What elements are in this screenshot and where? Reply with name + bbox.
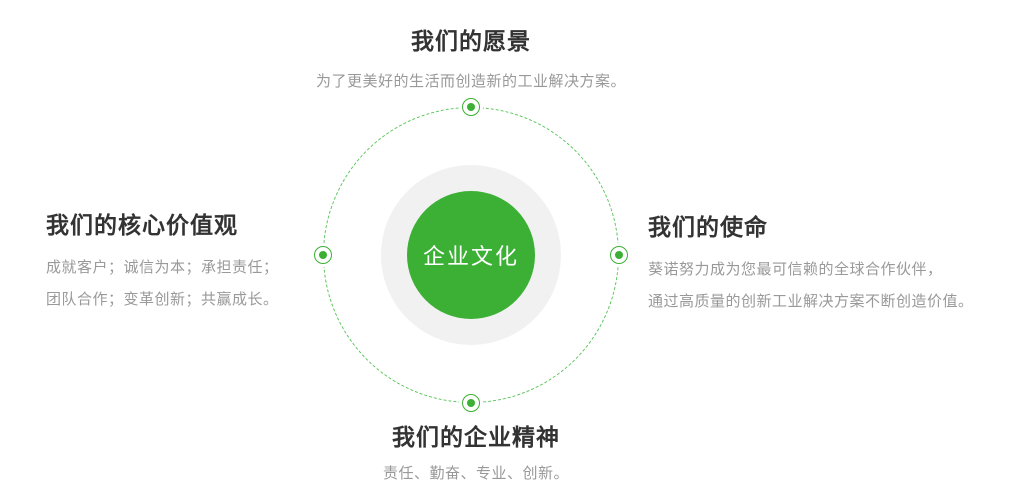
mission-title: 我们的使命 xyxy=(648,214,768,240)
section-vision: 我们的愿景 为了更美好的生活而创造新的工业解决方案。 xyxy=(171,22,771,98)
vision-description: 为了更美好的生活而创造新的工业解决方案。 xyxy=(315,73,626,90)
spirit-title: 我们的企业精神 xyxy=(392,424,560,450)
section-mission: 我们的使命 葵诺努力成为您最可信赖的全球合作伙伴， 通过高质量的创新工业解决方案… xyxy=(648,208,988,318)
spirit-description: 责任、勤奋、专业、创新。 xyxy=(382,465,569,482)
mission-line-2: 通过高质量的创新工业解决方案不断创造价值。 xyxy=(648,293,974,310)
section-core-values: 我们的核心价值观 成就客户；诚信为本；承担责任； 团队合作；变革创新；共赢成长。 xyxy=(46,206,326,316)
core-values-title: 我们的核心价值观 xyxy=(46,212,238,238)
node-dot-icon xyxy=(467,399,475,407)
orbit-node-bottom-icon xyxy=(462,394,480,412)
section-spirit: 我们的企业精神 责任、勤奋、专业、创新。 xyxy=(176,418,776,490)
mission-line-1: 葵诺努力成为您最可信赖的全球合作伙伴， xyxy=(648,261,943,278)
node-dot-icon xyxy=(615,251,623,259)
center-green-circle: 企业文化 xyxy=(407,191,535,319)
node-dot-icon xyxy=(319,251,327,259)
core-values-line-2: 团队合作；变革创新；共赢成长。 xyxy=(46,291,279,308)
core-values-line-1: 成就客户；诚信为本；承担责任； xyxy=(46,259,279,276)
center-label: 企业文化 xyxy=(422,244,519,269)
orbit-node-right-icon xyxy=(610,246,628,264)
center-outer-circle: 企业文化 xyxy=(381,165,561,345)
orbit-node-top-icon xyxy=(462,98,480,116)
vision-title: 我们的愿景 xyxy=(411,28,531,54)
orbit-node-left-icon xyxy=(314,246,332,264)
node-dot-icon xyxy=(467,103,475,111)
